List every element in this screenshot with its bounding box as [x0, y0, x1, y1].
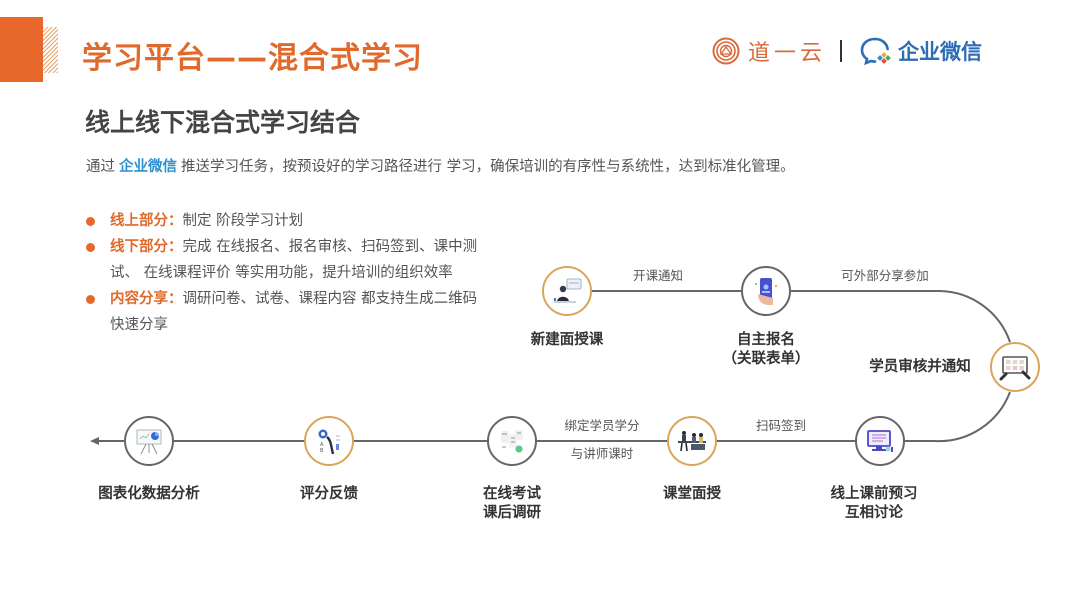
bullet-item: 线上部分：制定 阶段学习计划	[86, 208, 486, 234]
edge-label-external-share: 可外部分享参加	[841, 268, 929, 283]
bullet-dot-icon	[86, 295, 95, 304]
node-new-course	[542, 266, 592, 316]
desc-prefix: 通过	[86, 159, 115, 175]
edge-label-course-notice: 开课通知	[632, 268, 684, 283]
node-label-classroom: 课堂面授	[663, 486, 721, 502]
video-grid-icon	[999, 356, 1031, 381]
hatch-decoration	[43, 27, 58, 73]
node-label-line: 线上课前预习	[830, 486, 918, 502]
exam-icon	[501, 430, 523, 453]
node-label-data-analysis: 图表化数据分析	[98, 486, 200, 502]
node-label-new-course: 新建面授课	[530, 332, 604, 348]
wecom-logo-icon	[860, 37, 891, 66]
phone-signup-icon	[755, 278, 777, 305]
node-label-review-notify: 学员审核并通知	[869, 359, 971, 375]
monitor-icon	[867, 430, 893, 452]
node-label-line: 互相讨论	[845, 505, 903, 521]
node-label-line: 自主报名	[737, 332, 795, 348]
node-online-exam	[487, 416, 537, 466]
node-label-rating: 评分反馈	[300, 486, 358, 502]
bullet-text: 制定 阶段学习计划	[182, 213, 304, 229]
brand-separator	[840, 40, 843, 62]
bullet-dot-icon	[86, 243, 95, 252]
bullet-key: 内容分享：	[110, 291, 183, 307]
edge-label-scan-checkin: 扫码签到	[755, 418, 807, 433]
bullet-dot-icon	[86, 217, 95, 226]
bullet-key: 线下部分：	[110, 239, 183, 255]
svg-text:B: B	[320, 448, 324, 454]
arrow-head-icon	[90, 437, 99, 445]
teacher-icon	[554, 278, 582, 303]
node-label-line: 在线考试	[483, 486, 541, 502]
accent-block	[0, 17, 43, 82]
node-review-notify	[990, 342, 1040, 392]
bullet-text: 调研问卷、试卷、课程内容 都支持生成二维码快速分享	[110, 291, 478, 333]
bullet-list: 线上部分：制定 阶段学习计划 线下部分：完成 在线报名、报名审核、扫码签到、课中…	[86, 208, 486, 338]
brand-logos: 道一云 企业微信	[712, 34, 982, 68]
edge-label-bind-credits: 绑定学员学分	[564, 418, 640, 433]
chart-board-icon	[136, 429, 162, 455]
node-rating: A B	[304, 416, 354, 466]
node-label-online-preview: 线上课前预习 互相讨论	[831, 485, 918, 523]
svg-text:A: A	[320, 442, 324, 448]
bullet-item: 内容分享：调研问卷、试卷、课程内容 都支持生成二维码快速分享	[86, 286, 486, 338]
bullet-key: 线上部分：	[110, 213, 183, 229]
bullet-text: 完成 在线报名、报名审核、扫码签到、课中测试、 在线课程评价 等实用功能，提升培…	[110, 239, 478, 281]
classroom-icon	[678, 431, 706, 452]
brand-left-name: 道一云	[748, 41, 827, 66]
node-label-online-exam: 在线考试 课后调研	[483, 485, 541, 523]
feedback-icon: A B	[318, 429, 340, 455]
bullet-item: 线下部分：完成 在线报名、报名审核、扫码签到、课中测试、 在线课程评价 等实用功…	[86, 234, 486, 286]
brand-right-name: 企业微信	[898, 40, 983, 64]
section-description: 通过企业微信推送学习任务，按预设好的学习路径进行 学习，确保培训的有序性与系统性…	[86, 155, 795, 176]
node-label-line: （关联表单）	[722, 351, 810, 367]
edge-label-teacher-hours: 与讲师课时	[570, 446, 634, 461]
section-subtitle: 线上线下混合式学习结合	[85, 108, 361, 137]
node-data-analysis	[124, 416, 174, 466]
node-online-preview	[855, 416, 905, 466]
node-classroom	[667, 416, 717, 466]
daoyiyun-logo-icon	[712, 37, 740, 65]
node-label-self-signup: 自主报名 （关联表单）	[723, 331, 810, 369]
desc-suffix: 推送学习任务，按预设好的学习路径进行 学习，确保培训的有序性与系统性，达到标准化…	[181, 159, 795, 175]
page-title: 学习平台——混合式学习	[82, 41, 423, 76]
desc-highlight: 企业微信	[119, 159, 177, 175]
node-self-signup	[741, 266, 791, 316]
node-label-line: 课后调研	[483, 505, 541, 521]
